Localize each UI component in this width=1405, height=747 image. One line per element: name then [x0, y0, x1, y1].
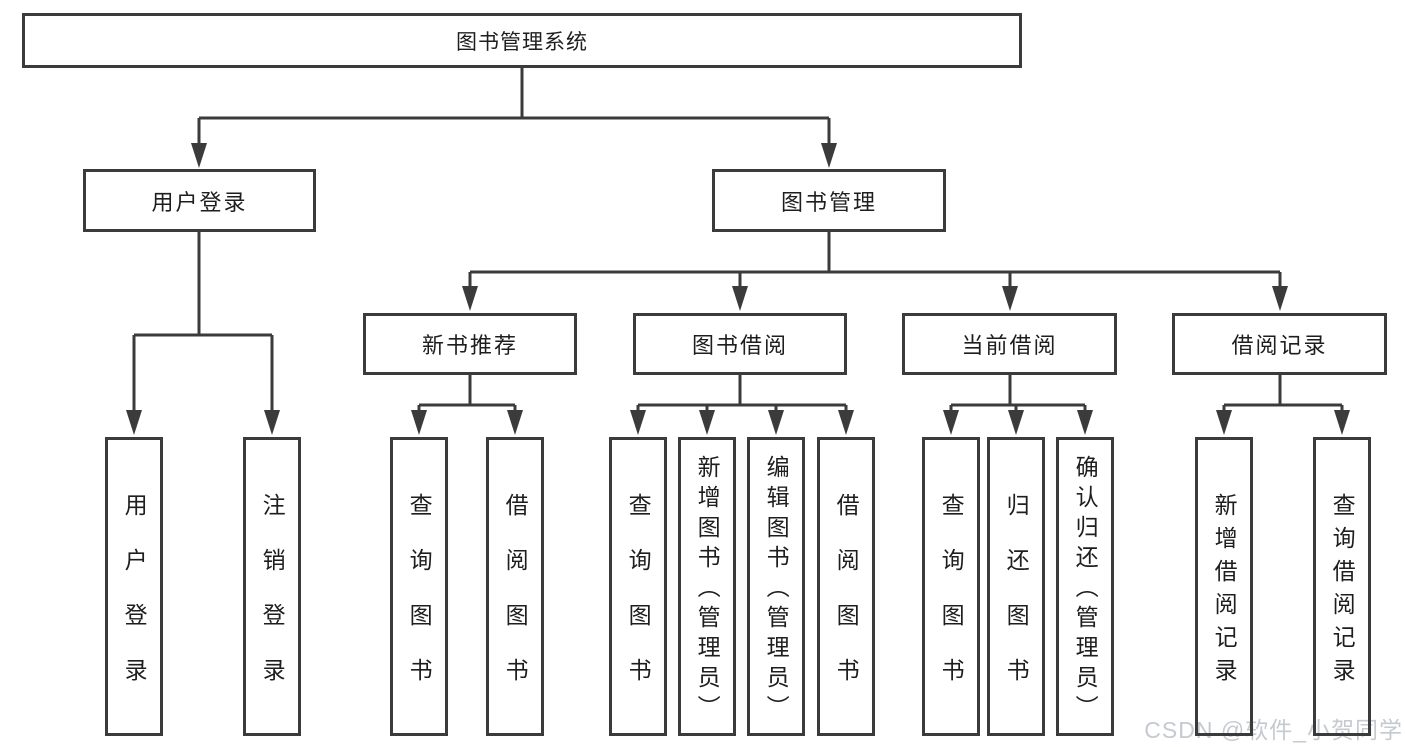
leaf-borrow-books-borrow: 借阅图书	[817, 437, 875, 736]
leaf-query-books-current: 查询图书	[922, 437, 980, 736]
node-book-borrowing: 图书借阅	[633, 313, 847, 375]
leaf-query-borrow-record: 查询借阅记录	[1313, 437, 1371, 736]
leaf-label: 查询图书	[625, 492, 652, 713]
leaf-label: 借阅图书	[502, 492, 529, 713]
node-book-management: 图书管理	[712, 169, 946, 232]
node-borrowing-records: 借阅记录	[1172, 313, 1387, 375]
csdn-watermark: CSDN @软件_小贺同学	[1144, 717, 1403, 743]
leaf-logout: 注销登录	[243, 437, 301, 736]
leaf-confirm-return-admin: 确认归还（管理员）	[1056, 437, 1114, 736]
node-label: 当前借阅	[961, 333, 1058, 358]
leaf-label: 查询图书	[938, 492, 965, 713]
leaf-label: 借阅图书	[833, 492, 860, 713]
node-label: 新书推荐	[421, 333, 518, 358]
leaf-label: 查询借阅记录	[1329, 492, 1356, 691]
leaf-borrow-books-recommend: 借阅图书	[486, 437, 544, 736]
leaf-label: 归还图书	[1003, 492, 1030, 713]
leaf-label: 新增图书（管理员）	[694, 455, 721, 725]
node-user-login: 用户登录	[83, 169, 316, 232]
node-label: 图书管理	[780, 189, 877, 215]
leaf-edit-book-admin: 编辑图书（管理员）	[747, 437, 805, 736]
leaf-label: 确认归还（管理员）	[1072, 455, 1099, 725]
leaf-query-books-borrow: 查询图书	[609, 437, 667, 736]
leaf-label: 编辑图书（管理员）	[763, 455, 790, 725]
leaf-user-login: 用户登录	[105, 437, 163, 736]
node-library-management-system: 图书管理系统	[22, 13, 1022, 68]
leaf-label: 用户登录	[121, 492, 148, 713]
node-label: 图书管理系统	[456, 30, 588, 54]
node-label: 借阅记录	[1231, 333, 1328, 358]
leaf-label: 查询图书	[406, 492, 433, 713]
leaf-label: 注销登录	[259, 492, 286, 713]
leaf-label: 新增借阅记录	[1211, 492, 1238, 691]
node-new-book-recommendation: 新书推荐	[363, 313, 577, 375]
leaf-add-book-admin: 新增图书（管理员）	[678, 437, 736, 736]
leaf-add-borrow-record: 新增借阅记录	[1195, 437, 1253, 736]
arrowheads	[126, 143, 1350, 435]
leaf-return-book: 归还图书	[987, 437, 1045, 736]
node-current-borrowing: 当前借阅	[902, 313, 1117, 375]
leaf-query-books-recommend: 查询图书	[390, 437, 448, 736]
node-label: 用户登录	[151, 189, 248, 215]
node-label: 图书借阅	[691, 333, 788, 358]
